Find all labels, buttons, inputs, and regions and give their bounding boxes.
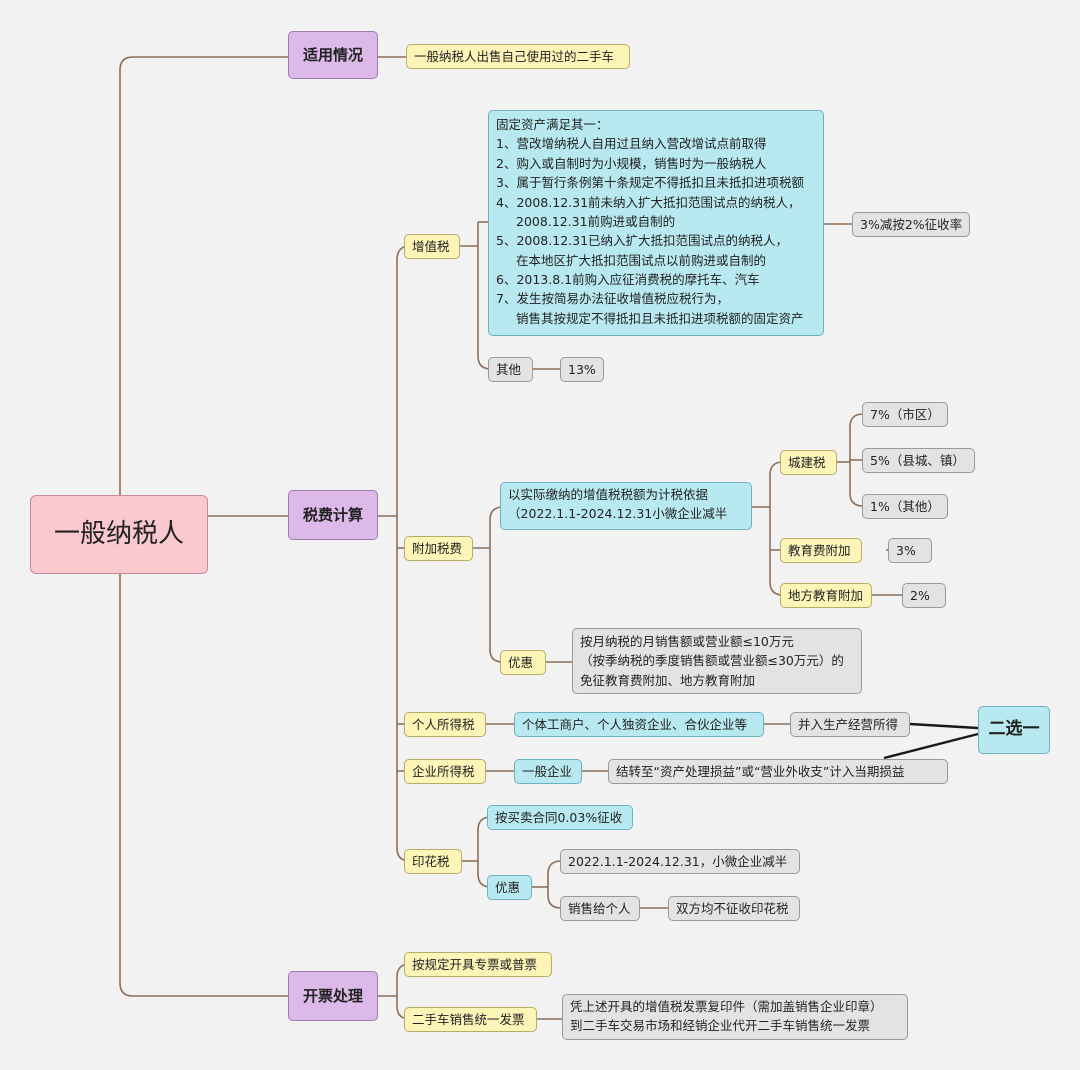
urban-rate-town[interactable]: 5%（县城、镇） <box>862 448 975 473</box>
root-label: 一般纳税人 <box>53 519 184 550</box>
education-rate[interactable]: 3% <box>888 538 932 563</box>
iit-treatment[interactable]: 并入生产经营所得 <box>790 712 910 737</box>
vat-condition-line: 5、2008.12.31已纳入扩大抵扣范围试点的纳税人， <box>496 233 789 249</box>
choose-one-node[interactable]: 二选一 <box>978 706 1050 754</box>
applicable-desc[interactable]: 一般纳税人出售自己使用过的二手车 <box>406 44 630 69</box>
cit-node[interactable]: 企业所得税 <box>404 759 486 784</box>
surcharge-preferential-node[interactable]: 优惠 <box>500 650 546 675</box>
vat-condition-title: 固定资产满足其一： <box>496 117 609 132</box>
vat-condition-line: 7、发生按简易办法征收增值税应税行为， <box>496 291 729 307</box>
iit-node[interactable]: 个人所得税 <box>404 712 486 737</box>
vat-condition-line: 2、购入或自制时为小规模，销售时为一般纳税人 <box>496 155 767 171</box>
vat-condition-line: 2008.12.31前购进或自制的 <box>516 213 676 229</box>
stamp-rate[interactable]: 按买卖合同0.03%征收 <box>487 805 633 830</box>
root-link-invoice <box>119 574 288 997</box>
iit-entities[interactable]: 个体工商户、个人独资企业、合伙企业等 <box>514 712 764 737</box>
vat-condition-line: 4、2008.12.31前未纳入扩大抵扣范围试点的纳税人， <box>496 194 801 210</box>
vat-other-node[interactable]: 其他 <box>488 357 533 382</box>
vat-condition-line: 销售其按规定不得抵扣且未抵扣进项税额的固定资产 <box>516 310 804 326</box>
urban-tax-node[interactable]: 城建税 <box>780 450 837 475</box>
applicable-node[interactable]: 适用情况 <box>288 31 378 79</box>
stamp-small-business[interactable]: 2022.1.1-2024.12.31，小微企业减半 <box>560 849 800 874</box>
surcharge-basis[interactable]: 以实际缴纳的增值税税额为计税依据 （2022.1.1-2024.12.31小微企… <box>500 482 752 530</box>
applicable-label: 适用情况 <box>302 45 363 64</box>
vat-condition-line: 在本地区扩大抵扣范围试点以前购进或自制的 <box>516 252 767 268</box>
invoice-node[interactable]: 开票处理 <box>288 971 378 1021</box>
root-trunk <box>119 56 288 495</box>
vat-rate[interactable]: 3%减按2%征收率 <box>852 212 970 237</box>
invoice-item2-desc[interactable]: 凭上述开具的增值税发票复印件（需加盖销售企业印章） 到二手车交易市场和经销企业代… <box>562 994 908 1040</box>
surcharge-preferential-desc[interactable]: 按月纳税的月销售额或营业额≤10万元 （按季纳税的季度销售额或营业额≤30万元）… <box>572 628 862 694</box>
invoice-item1[interactable]: 按规定开具专票或普票 <box>404 952 552 977</box>
vat-other-rate[interactable]: 13% <box>560 357 604 382</box>
vat-condition-line: 6、2013.8.1前购入应征消费税的摩托车、汽车 <box>496 272 760 287</box>
vat-condition-line: 1、营改增纳税人自用过且纳入营改增试点前取得 <box>496 136 767 152</box>
choose-link-cit <box>883 732 979 760</box>
tax-label: 税费计算 <box>302 505 363 524</box>
vat-node[interactable]: 增值税 <box>404 234 460 259</box>
root-node[interactable]: 一般纳税人 <box>30 495 208 574</box>
vat-condition-line: 3、属于暂行条例第十条规定不得抵扣且未抵扣进项税额 <box>496 175 804 191</box>
urban-rate-city[interactable]: 7%（市区） <box>862 402 948 427</box>
cit-entity[interactable]: 一般企业 <box>514 759 582 784</box>
vat-conditions[interactable]: 固定资产满足其一： 1、营改增纳税人自用过且纳入营改增试点前取得 2、购入或自制… <box>488 110 824 336</box>
choose-link-iit <box>909 722 979 730</box>
cit-treatment[interactable]: 结转至“资产处理损益”或“营业外收支”计入当期损益 <box>608 759 948 784</box>
surcharge-node[interactable]: 附加税费 <box>404 536 473 561</box>
stamp-preferential-node[interactable]: 优惠 <box>487 875 532 900</box>
urban-rate-other[interactable]: 1%（其他） <box>862 494 948 519</box>
local-education-rate[interactable]: 2% <box>902 583 946 608</box>
invoice-label: 开票处理 <box>302 986 363 1005</box>
invoice-item2-node[interactable]: 二手车销售统一发票 <box>404 1007 537 1032</box>
education-node[interactable]: 教育费附加 <box>780 538 862 563</box>
stamp-node[interactable]: 印花税 <box>404 849 462 874</box>
stamp-to-individual[interactable]: 销售给个人 <box>560 896 640 921</box>
stamp-exempt[interactable]: 双方均不征收印花税 <box>668 896 800 921</box>
tax-node[interactable]: 税费计算 <box>288 490 378 540</box>
local-education-node[interactable]: 地方教育附加 <box>780 583 872 608</box>
